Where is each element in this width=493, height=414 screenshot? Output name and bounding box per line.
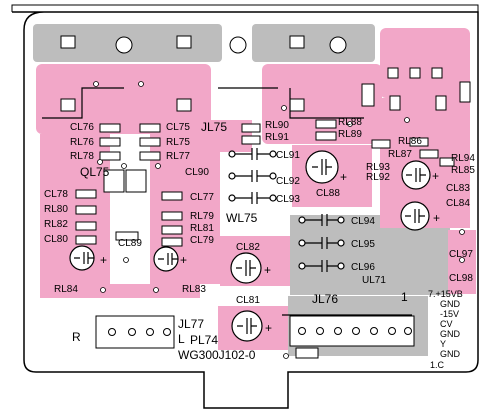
plus-cl81: + — [265, 321, 272, 335]
capacitor-symbols — [74, 159, 426, 334]
label-rl85: RL85 — [451, 165, 475, 176]
label-part-number: WG300J102-0 — [178, 348, 256, 362]
polarity-marks: + + + + + + + — [100, 169, 440, 335]
label-rl82: RL82 — [44, 219, 68, 230]
label-ql75: QL75 — [80, 165, 110, 179]
label-rl80: RL80 — [44, 204, 68, 215]
label-rl92: RL92 — [366, 172, 390, 183]
film-capacitors — [228, 148, 345, 272]
label-rl88: RL88 — [338, 117, 362, 128]
plus-cl82: + — [264, 263, 271, 277]
pin-labels: 7.+15VB GND -15V CV GND Y GND 1.C — [428, 289, 463, 370]
plus-cl79: + — [180, 253, 187, 267]
plus-cl88: + — [340, 170, 347, 184]
label-cl97: CL97 — [449, 249, 473, 260]
label-rl78: RL78 — [70, 151, 94, 162]
label-cl76: CL76 — [70, 122, 94, 133]
pin-label-5: GND — [440, 329, 461, 339]
label-pl74: PL74 — [190, 333, 218, 347]
pin-label-1: 7.+15VB — [428, 289, 463, 299]
label-ul71: UL71 — [362, 275, 386, 286]
label-cl92: CL92 — [276, 176, 300, 187]
pin-label-8: 1.C — [430, 360, 445, 370]
label-cl98: CL98 — [449, 273, 473, 284]
pin-label-2: GND — [440, 299, 461, 309]
transistor-ql75 — [103, 169, 147, 193]
pin-label-6: Y — [440, 339, 446, 349]
label-rl91: RL91 — [265, 132, 289, 143]
label-rl93: RL93 — [366, 162, 390, 173]
connector-jl76 — [289, 315, 415, 359]
label-cl80: CL80 — [44, 234, 68, 245]
label-rl77: RL77 — [166, 151, 190, 162]
pin-label-3: -15V — [440, 309, 459, 319]
label-cl88: CL88 — [316, 188, 340, 199]
label-rl83: RL83 — [182, 284, 206, 295]
label-rl81: RL81 — [190, 223, 214, 234]
label-l: L — [178, 332, 185, 346]
label-wl75: WL75 — [226, 211, 258, 225]
label-rl79: RL79 — [190, 211, 214, 222]
label-rl89: RL89 — [338, 129, 362, 140]
component-labels: CL76 RL76 RL78 CL75 RL75 RL77 JL75 QL75 … — [44, 117, 475, 362]
label-jl77: JL77 — [178, 317, 204, 331]
label-cl77: CL77 — [190, 192, 214, 203]
label-cl78: CL78 — [44, 189, 68, 200]
plus-cl80: + — [100, 253, 107, 267]
label-rl87: RL87 — [388, 149, 412, 160]
label-cl82: CL82 — [236, 242, 260, 253]
label-rl86: RL86 — [398, 136, 422, 147]
connector-pl74 — [95, 315, 175, 349]
label-pin1: 1 — [401, 290, 408, 304]
label-rl76: RL76 — [70, 137, 94, 148]
plus-cl83: + — [432, 169, 439, 183]
label-cl93: CL93 — [276, 194, 300, 205]
label-cl89: CL89 — [118, 238, 142, 249]
vias — [93, 81, 465, 359]
label-cl96: CL96 — [351, 262, 375, 273]
plus-cl84: + — [433, 211, 440, 225]
label-cl95: CL95 — [351, 239, 375, 250]
jumper-wires — [42, 87, 412, 316]
label-rl84: RL84 — [54, 284, 78, 295]
label-cl90: CL90 — [185, 167, 209, 178]
label-cl75: CL75 — [166, 122, 190, 133]
label-cl81: CL81 — [236, 295, 260, 306]
label-cl94: CL94 — [351, 216, 375, 227]
label-cl84: CL84 — [446, 198, 470, 209]
label-cl91: CL91 — [276, 150, 300, 161]
label-jl76: JL76 — [312, 292, 338, 306]
label-rl90: RL90 — [265, 120, 289, 131]
label-cl79: CL79 — [190, 235, 214, 246]
resistor-footprints — [75, 119, 455, 247]
pin-label-4: CV — [440, 319, 453, 329]
label-rl75: RL75 — [166, 137, 190, 148]
label-r: R — [72, 330, 81, 344]
label-jl75: JL75 — [201, 120, 227, 134]
component-pads — [60, 35, 471, 112]
label-cl83: CL83 — [446, 183, 470, 194]
pin-label-7: GND — [440, 349, 461, 359]
label-rl94: RL94 — [451, 153, 475, 164]
